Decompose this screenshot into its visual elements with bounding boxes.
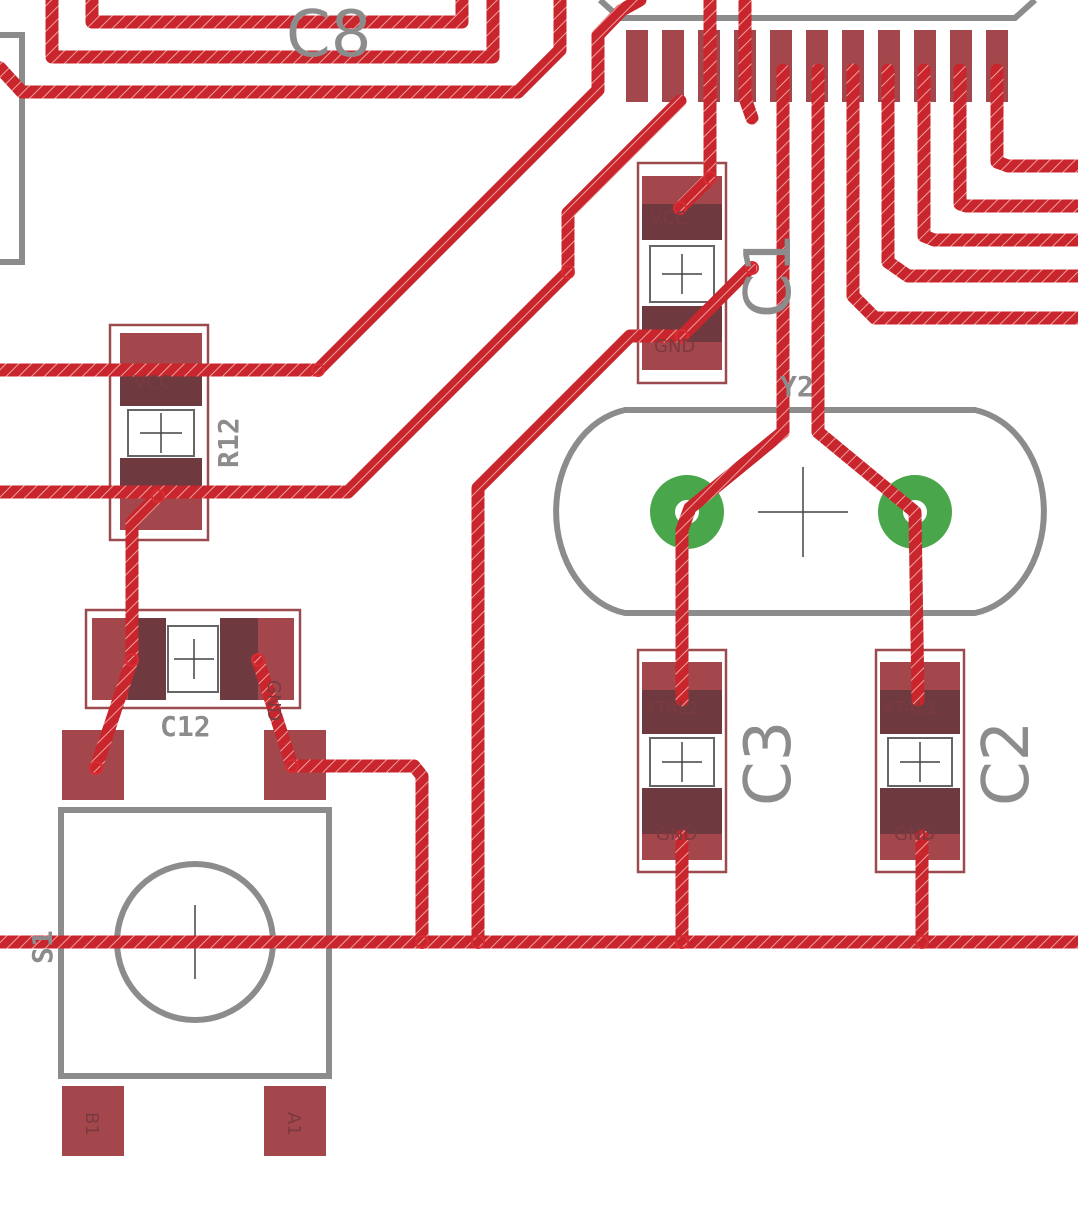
y2-crystal-outline [553, 407, 1047, 616]
c1-pad2-label: GND [654, 336, 695, 357]
c2-label: C2 [970, 721, 1044, 806]
copper-traces [0, 0, 1078, 949]
c12-pad2-label: GND [263, 680, 284, 721]
c3-pad2-label: GND [656, 824, 697, 845]
c2-pad1-label: XTAL1 [882, 698, 937, 719]
c1-label: C1 [732, 233, 806, 318]
c8-label: C8 [286, 0, 371, 72]
r12-resistor[interactable] [108, 323, 210, 542]
ic-outline [597, 0, 1038, 21]
vias [89, 171, 929, 949]
c2-pad2-label: GND [894, 824, 935, 845]
reference-labels: C8 C1 R12 C12 C3 C2 Y2 S1 [26, 0, 1044, 964]
c1-pad1-label: VCC [650, 208, 687, 229]
c3-pad1-label: XTAL2 [644, 698, 699, 719]
s1-pad-a1-label: A1 [283, 1112, 304, 1136]
r12-pad1-label: VCC [134, 372, 171, 393]
c12-label: C12 [160, 710, 211, 743]
c3-label: C3 [732, 721, 806, 806]
s1-pads[interactable] [62, 730, 326, 1156]
r12-label: R12 [212, 417, 245, 468]
pad-labels: VCC GND VCC GND XTAL2 GND XTAL1 GND B1 A… [81, 208, 937, 1136]
left-component-outline [0, 32, 25, 265]
s1-label: S1 [26, 930, 59, 964]
y2-label: Y2 [780, 370, 814, 403]
s1-pad-b1-label: B1 [81, 1112, 102, 1136]
